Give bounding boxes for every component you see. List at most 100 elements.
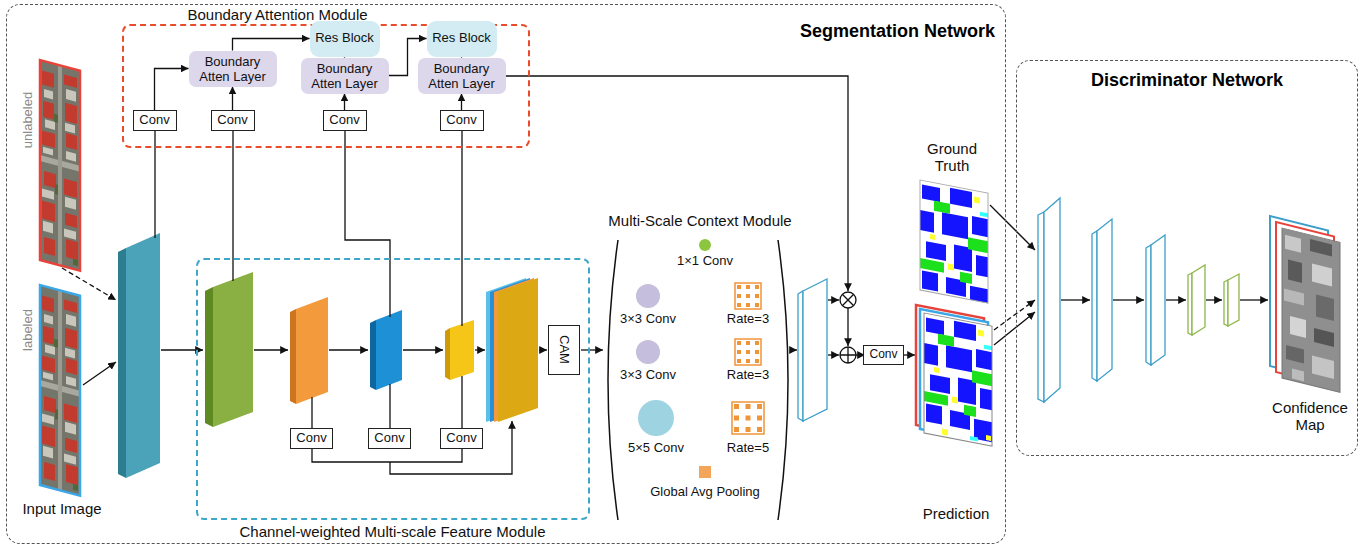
caption-text: 3×3 Conv <box>620 368 676 383</box>
caption-text: Confidence Map <box>1264 399 1356 434</box>
flow-arrow <box>62 268 116 300</box>
grid-cell <box>755 303 759 307</box>
flow-arrow <box>329 349 368 350</box>
connector-arrow <box>461 57 462 58</box>
residual-box: Res Block <box>427 21 497 57</box>
caption-text: 1×1 Conv <box>677 254 733 269</box>
tensor-slab <box>213 272 253 427</box>
box-text: Conv <box>296 431 326 446</box>
connector-arrow <box>233 39 310 51</box>
tensor-slab <box>118 248 126 478</box>
caption-text: labeled <box>21 309 36 351</box>
op-box: Conv <box>440 428 483 449</box>
group-region: Channel-weighted Multi-scale Feature Mod… <box>196 258 590 542</box>
merge-brace <box>312 448 462 462</box>
flow-arrow <box>828 299 839 300</box>
box-text: Conv <box>217 113 247 128</box>
residual-box: Res Block <box>310 21 380 57</box>
card-border <box>1282 228 1340 392</box>
box-text: Conv <box>446 113 476 128</box>
caption-text: 3×3 Conv <box>620 312 676 327</box>
outer-region: Discriminator Network <box>1016 60 1358 456</box>
kernel-dot <box>636 284 660 308</box>
tensor-slab <box>1092 231 1097 381</box>
grid-cell <box>755 294 759 298</box>
grid-frame <box>735 339 761 365</box>
tensor-slab <box>1228 274 1239 326</box>
tap-wire <box>461 376 462 430</box>
flow-arrow <box>903 354 915 355</box>
card-border <box>920 180 988 303</box>
caption-slot: Prediction <box>923 505 990 522</box>
region-title: Segmentation Network <box>800 21 995 42</box>
caption-text: Prediction <box>923 505 990 522</box>
tensor-slab <box>1038 212 1044 402</box>
tensor-slab <box>803 279 827 421</box>
grid-cell <box>737 294 741 298</box>
caption-slot: 5×5 Conv <box>628 441 684 456</box>
tensor-slab <box>1192 265 1205 335</box>
caption-slot: Rate=3 <box>727 312 769 327</box>
caption-slot: 3×3 Conv <box>620 312 676 327</box>
pool-square <box>699 466 711 478</box>
tensor-slab <box>1151 235 1165 365</box>
tensor-slab <box>1097 219 1112 381</box>
grid-cell <box>755 285 759 289</box>
op-box: Conv <box>290 428 333 449</box>
box-text: Boundary Atten Layer <box>305 61 385 91</box>
caption-text: Rate=3 <box>727 312 769 327</box>
grid-cell <box>746 350 750 354</box>
box-text: Boundary Atten Layer <box>193 54 273 84</box>
grid-cell <box>746 341 750 345</box>
flow-arrow <box>828 354 839 355</box>
weight-box: CAM <box>548 325 580 375</box>
caption-text: Multi-Scale Context Module <box>608 212 791 229</box>
box-text: Conv <box>374 431 404 446</box>
box-text: Boundary Atten Layer <box>422 61 502 91</box>
grid-cell <box>737 285 741 289</box>
tensor-slab <box>126 233 160 478</box>
grid-cell <box>755 341 759 345</box>
connector-arrow <box>232 87 233 111</box>
group-title: Channel-weighted Multi-scale Feature Mod… <box>240 523 546 540</box>
grid-frame <box>735 283 761 309</box>
score-card <box>1282 228 1340 392</box>
flow-arrow <box>847 308 848 346</box>
grid-cell <box>746 416 751 421</box>
caption-slot: Confidence Map <box>1264 399 1356 434</box>
flow-arrow <box>1061 299 1090 300</box>
add-symbol <box>840 347 856 363</box>
kernel-dot <box>638 400 674 436</box>
tensor-slab <box>376 310 402 390</box>
connector-arrow <box>344 94 345 111</box>
caption-text: Rate=5 <box>727 441 769 456</box>
flow-arrow <box>254 349 288 350</box>
flow-arrow <box>1166 299 1186 300</box>
connector-arrow <box>344 57 345 58</box>
flow-arrow <box>475 349 485 350</box>
caption-text: 5×5 Conv <box>628 441 684 456</box>
caption-text: unlabeled <box>21 92 36 148</box>
caption-slot: Rate=3 <box>727 368 769 383</box>
caption-slot: Ground Truth <box>920 140 984 175</box>
dilation-grid <box>735 339 761 365</box>
output-card <box>924 313 992 446</box>
flow-arrow <box>1240 299 1268 300</box>
photo-border <box>40 60 80 271</box>
caption-text: Input Image <box>22 500 101 517</box>
grid-cell <box>755 350 759 354</box>
multiply-symbol <box>840 292 856 308</box>
tensor-slab <box>1146 245 1151 365</box>
flow-arrow <box>504 76 848 291</box>
caption-slot: Rate=5 <box>727 441 769 456</box>
flow-arrow <box>539 349 547 350</box>
dilation-grid <box>735 283 761 309</box>
flow-arrow <box>856 354 865 355</box>
grid-cell <box>746 427 751 432</box>
flow-arrow <box>1206 299 1222 300</box>
caption-text: Ground Truth <box>920 140 984 175</box>
grid-frame <box>732 402 764 434</box>
aerial-photo <box>40 285 80 496</box>
caption-slot: Multi-Scale Context Module <box>608 212 791 229</box>
